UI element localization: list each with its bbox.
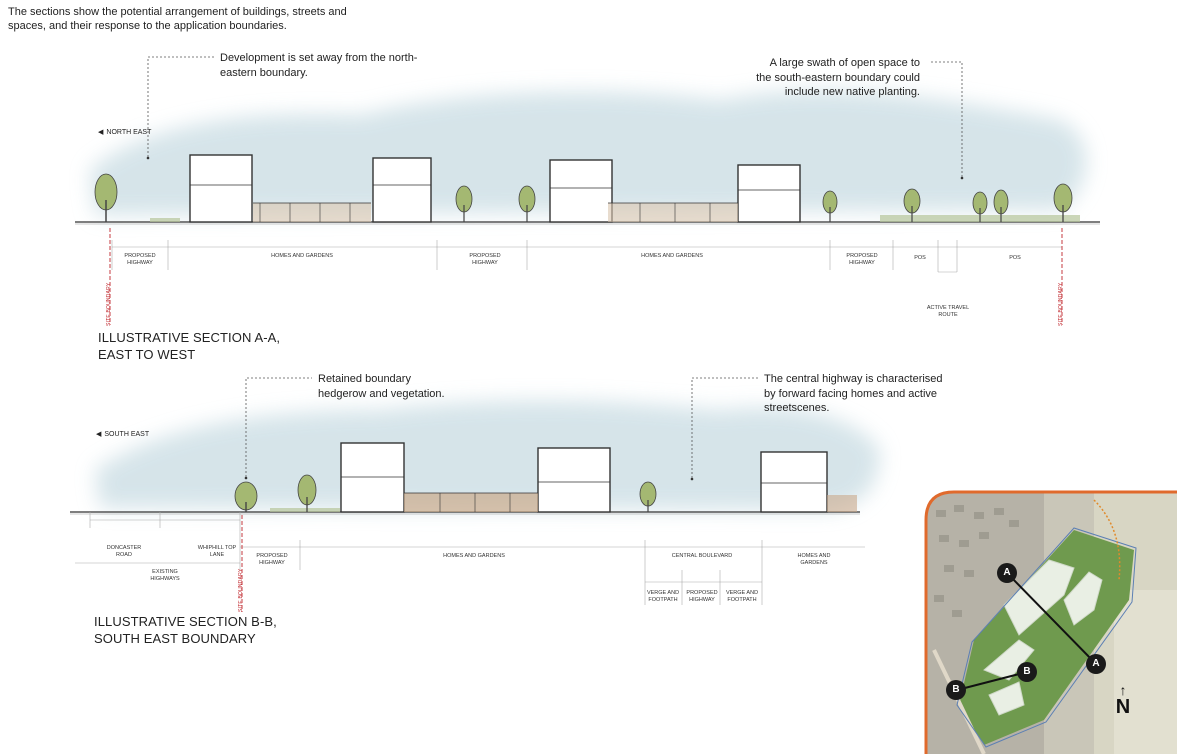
building [340, 442, 405, 513]
building [760, 451, 828, 513]
marker-b: B [1017, 662, 1037, 682]
label-verge-footpath: VERGE AND FOOTPATH [725, 590, 759, 603]
building [549, 159, 613, 223]
callout-leader [245, 377, 312, 477]
tree [639, 481, 657, 512]
key-map: A A B B ↑ N [924, 490, 1177, 754]
tree [455, 185, 473, 222]
intro-text: The sections show the potential arrangem… [8, 6, 347, 32]
direction-label-a: ◀NORTH EAST [98, 129, 152, 136]
dimension-line [111, 240, 1062, 273]
label-proposed-highway: PROPOSED HIGHWAY [124, 253, 156, 266]
label-site-boundary: SITE BOUNDARY [106, 282, 112, 326]
sky-wash-a [90, 90, 1087, 215]
callout-central-highway: The central highway is characterised by … [764, 373, 943, 414]
building [189, 154, 253, 223]
arrow-left-icon: ◀ [96, 431, 102, 438]
callout-leader [147, 56, 215, 157]
label-proposed-highway: PROPOSED HIGHWAY [256, 553, 288, 566]
label-homes-gardens: HOMES AND GARDENS [443, 553, 505, 559]
callout-leader [930, 61, 963, 177]
label-doncaster-road: DONCASTER ROAD [106, 545, 142, 558]
tree [972, 191, 988, 222]
tree [94, 173, 118, 222]
garden-fence [253, 202, 371, 222]
marker-a: A [1086, 654, 1106, 674]
building [537, 447, 611, 513]
label-pos: POS [914, 255, 926, 261]
callout-north-eastern-boundary: Development is set away from the north-e… [220, 52, 418, 79]
label-site-boundary: SITE BOUNDARY [1058, 282, 1064, 326]
dimension-line [75, 512, 865, 605]
callout-open-space: A large swath of open space to the south… [756, 57, 920, 98]
label-proposed-highway: PROPOSED HIGHWAY [846, 253, 878, 266]
garden-fence [608, 202, 738, 222]
tree [518, 185, 536, 222]
label-pos: POS [1009, 255, 1021, 261]
label-homes-gardens: HOMES AND GARDENS [641, 253, 703, 259]
label-verge-footpath: VERGE AND FOOTPATH [646, 590, 680, 603]
tree [903, 188, 921, 222]
building [737, 164, 801, 223]
tree [822, 190, 838, 222]
label-whiphill-top-lane: WHIPHILL TOP LANE [197, 545, 237, 558]
label-homes-gardens: HOMES AND GARDENS [797, 553, 831, 566]
label-central-boulevard: CENTRAL BOULEVARD [671, 553, 733, 559]
label-existing-highways: EXISTING HIGHWAYS [150, 569, 180, 582]
direction-label-b: ◀SOUTH EAST [96, 431, 150, 438]
label-proposed-highway: PROPOSED HIGHWAY [686, 590, 718, 603]
callout-leader [691, 377, 758, 478]
arrow-left-icon: ◀ [98, 129, 104, 136]
tree [234, 481, 258, 512]
garden-fence [404, 492, 538, 512]
key-map-svg [924, 490, 1177, 754]
label-homes-gardens: HOMES AND GARDENS [271, 253, 333, 259]
label-active-travel-route: ACTIVE TRAVEL ROUTE [926, 305, 970, 318]
north-arrow: ↑ N [1110, 682, 1136, 720]
tree [993, 189, 1009, 222]
label-proposed-highway: PROPOSED HIGHWAY [469, 253, 501, 266]
label-site-boundary: SITE BOUNDARY [238, 568, 244, 612]
marker-a: A [997, 563, 1017, 583]
tree [297, 474, 317, 512]
section-b-title: ILLUSTRATIVE SECTION B-B, SOUTH EAST BOU… [94, 614, 277, 646]
arrow-up-icon: ↑ [1119, 682, 1127, 698]
building [372, 157, 432, 223]
callout-retained-hedgerow: Retained boundary hedgerow and vegetatio… [318, 373, 445, 400]
tree [1053, 183, 1073, 222]
sky-wash-b [95, 400, 880, 510]
marker-b: B [946, 680, 966, 700]
section-a-title: ILLUSTRATIVE SECTION A-A, EAST TO WEST [98, 330, 281, 362]
